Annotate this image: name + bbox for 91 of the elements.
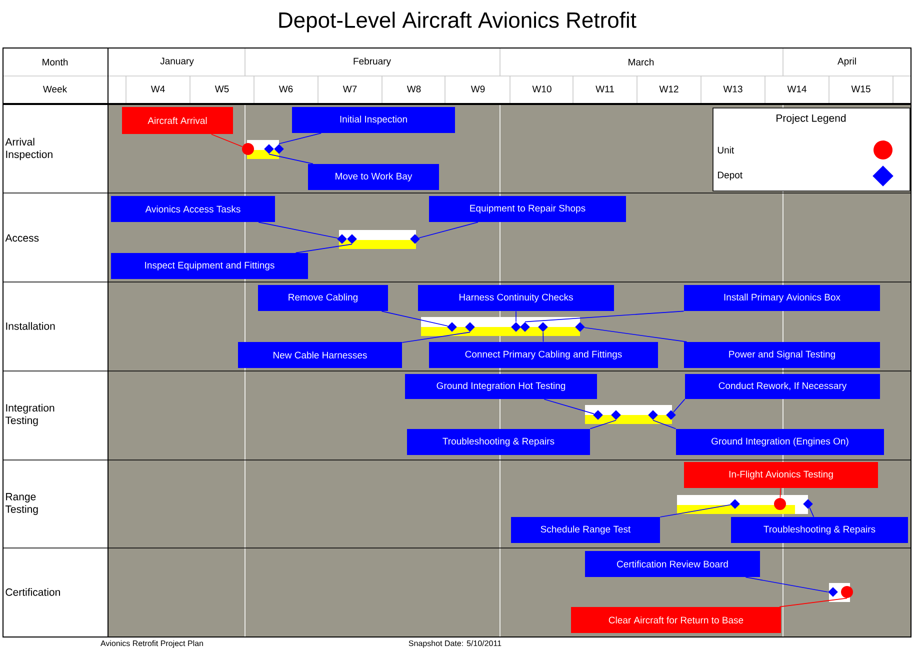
legend-title: Project Legend: [776, 114, 846, 124]
leader-line: [268, 154, 314, 164]
leader-line: [402, 332, 470, 343]
diamond-marker: [274, 144, 284, 154]
leader-line: [544, 398, 594, 414]
diamond-marker: [347, 234, 357, 244]
circle-marker: [774, 498, 786, 510]
diamond-marker: [511, 322, 521, 332]
circle-marker: [841, 586, 853, 598]
week-header: W14: [787, 86, 806, 92]
leader-line: [524, 310, 684, 322]
month-header: January: [160, 58, 194, 66]
month-header: April: [838, 58, 856, 66]
milestone-label: In-Flight Avionics Testing: [684, 462, 878, 488]
leader-line: [660, 504, 731, 518]
diamond-marker: [337, 234, 347, 244]
milestone-label: Equipment to Repair Shops: [429, 196, 626, 222]
leader-line: [809, 507, 814, 518]
milestone-label: Move to Work Bay: [308, 164, 439, 190]
diamond-marker: [520, 322, 530, 332]
diamond-marker: [648, 410, 658, 420]
week-header: W9: [470, 86, 485, 92]
leader-line: [381, 310, 448, 326]
diamond-marker: [730, 499, 740, 509]
leader-line: [295, 244, 352, 254]
diamond-marker: [264, 144, 274, 154]
diamond-marker: [575, 322, 585, 332]
leader-line: [673, 398, 686, 413]
leader-line: [779, 598, 848, 608]
week-header: W5: [214, 86, 229, 92]
milestone-label: Install Primary Avionics Box: [684, 285, 880, 311]
week-header: Week: [43, 86, 68, 92]
footer-text: Snapshot Date: 5/10/2011: [408, 640, 502, 648]
milestone-label: Conduct Rework, If Necessary: [685, 374, 880, 399]
diamond-marker: [410, 234, 420, 244]
diamond-marker: [465, 322, 475, 332]
milestone-label: Connect Primary Cabling and Fittings: [429, 342, 658, 368]
row-label: Integration Testing: [5, 404, 54, 426]
milestone-label: Remove Cabling: [258, 285, 388, 311]
milestone-label: New Cable Harnesses: [238, 342, 402, 368]
row-label: Arrival Inspection: [5, 138, 52, 160]
milestone-label: Avionics Access Tasks: [111, 196, 275, 222]
milestone-label: Ground Integration (Engines On): [676, 429, 884, 455]
week-header: W10: [532, 86, 552, 92]
diamond-marker: [447, 322, 457, 332]
leader-line: [584, 327, 688, 342]
milestone-label: Troubleshooting & Repairs: [731, 517, 908, 543]
week-header: W4: [150, 86, 165, 92]
milestone-label: Clear Aircraft for Return to Base: [571, 607, 781, 633]
diamond-marker: [828, 587, 838, 597]
footer-text: Avionics Retrofit Project Plan: [100, 640, 203, 648]
diamond-marker: [666, 410, 676, 420]
milestone-label: Inspect Equipment and Fittings: [111, 253, 308, 279]
legend-label: Depot: [718, 172, 742, 180]
row-label: Access: [5, 234, 39, 242]
diamond-marker: [611, 410, 621, 420]
milestone-label: Troubleshooting & Repairs: [407, 429, 590, 455]
circle-marker: [242, 143, 254, 155]
week-header: W7: [342, 86, 357, 92]
leader-line: [780, 488, 781, 498]
legend-label: Unit: [718, 146, 734, 154]
leader-line: [652, 420, 676, 430]
leader-line: [278, 132, 322, 144]
leader-line: [542, 332, 544, 342]
diamond-marker: [593, 410, 603, 420]
week-header: W15: [851, 86, 870, 92]
leader-line: [590, 420, 616, 430]
month-header: February: [354, 58, 391, 66]
leader-line: [745, 576, 828, 592]
row-label: Range Testing: [5, 493, 38, 515]
milestone-label: Certification Review Board: [585, 551, 760, 577]
milestone-label: Schedule Range Test: [511, 517, 660, 543]
week-header: W8: [406, 86, 421, 92]
row-label: Certification: [6, 588, 60, 596]
month-header: Month: [42, 58, 68, 66]
milestone-label: Harness Continuity Checks: [418, 285, 614, 311]
milestone-label: Initial Inspection: [292, 107, 455, 133]
week-header: W11: [596, 86, 614, 92]
diamond-marker: [538, 322, 548, 332]
week-header: W6: [278, 86, 293, 92]
milestone-label: Aircraft Arrival: [122, 107, 233, 134]
month-header: March: [628, 58, 654, 66]
diamond-marker: [803, 499, 813, 509]
week-header: W13: [723, 86, 742, 92]
leader-line: [258, 222, 338, 239]
title: Depot-Level Aircraft Avionics Retrofit: [279, 12, 636, 32]
milestone-label: Power and Signal Testing: [684, 342, 880, 368]
week-header: W12: [659, 86, 678, 92]
row-label: Installation: [6, 322, 55, 330]
milestone-label: Ground Integration Hot Testing: [405, 374, 597, 399]
leader-line: [210, 134, 243, 148]
